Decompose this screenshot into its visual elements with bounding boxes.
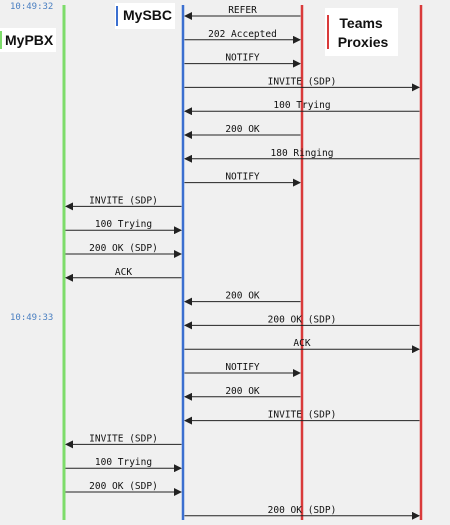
message-18: INVITE (SDP) — [184, 410, 420, 425]
message-20: 100 Trying — [65, 457, 182, 473]
message-label: 202 Accepted — [208, 29, 277, 40]
message-9: INVITE (SDP) — [65, 195, 182, 211]
message-label: ACK — [115, 267, 132, 278]
message-6: 200 OK — [184, 124, 301, 139]
message-label: 200 OK — [225, 291, 260, 302]
entity-teams-proxies-header: Teams Proxies — [325, 8, 398, 56]
message-14: 200 OK (SDP) — [184, 314, 420, 330]
message-label: INVITE (SDP) — [89, 433, 158, 444]
message-8: NOTIFY — [184, 172, 301, 187]
message-3: NOTIFY — [184, 53, 301, 68]
message-label: 200 OK (SDP) — [268, 314, 337, 325]
message-22: 200 OK (SDP) — [184, 505, 420, 520]
message-label: NOTIFY — [225, 53, 260, 64]
entity-mysbc-header: MySBC — [115, 3, 175, 29]
message-label: INVITE (SDP) — [268, 76, 337, 87]
message-label: REFER — [228, 5, 257, 16]
message-7: 180 Ringing — [184, 148, 420, 163]
message-13: 200 OK — [184, 291, 301, 306]
message-16: NOTIFY — [184, 362, 301, 377]
message-label: INVITE (SDP) — [89, 195, 158, 206]
message-10: 100 Trying — [65, 219, 182, 235]
message-label: NOTIFY — [225, 172, 260, 183]
message-label: 100 Trying — [273, 100, 330, 111]
message-1: REFER — [184, 5, 301, 20]
entity-mypbx-label: MyPBX — [5, 32, 54, 48]
message-label: 100 Trying — [95, 219, 152, 230]
message-label: 200 OK (SDP) — [268, 505, 337, 516]
timestamp: 10:49:32 — [10, 2, 53, 12]
message-label: ACK — [293, 338, 310, 349]
entity-mypbx-header: MyPBX — [0, 28, 56, 52]
message-label: 200 OK (SDP) — [89, 243, 158, 254]
message-label: 100 Trying — [95, 457, 152, 468]
message-label: INVITE (SDP) — [268, 410, 337, 421]
message-21: 200 OK (SDP) — [65, 481, 182, 496]
message-5: 100 Trying — [184, 100, 420, 116]
lifelines — [62, 5, 423, 520]
message-label: NOTIFY — [225, 362, 260, 373]
message-15: ACK — [184, 338, 420, 354]
message-label: 180 Ringing — [271, 148, 334, 159]
entity-mysbc-label: MySBC — [123, 7, 172, 23]
message-19: INVITE (SDP) — [65, 433, 182, 449]
message-11: 200 OK (SDP) — [65, 243, 182, 258]
message-label: 200 OK (SDP) — [89, 481, 158, 492]
message-label: 200 OK — [225, 386, 260, 397]
message-17: 200 OK — [184, 386, 301, 401]
message-4: INVITE (SDP) — [184, 76, 420, 92]
timestamp: 10:49:33 — [10, 313, 53, 323]
entity-teams-proxies-label: Teams Proxies — [338, 15, 389, 50]
message-2: 202 Accepted — [184, 29, 301, 44]
message-12: ACK — [65, 267, 182, 282]
message-label: 200 OK — [225, 124, 260, 135]
